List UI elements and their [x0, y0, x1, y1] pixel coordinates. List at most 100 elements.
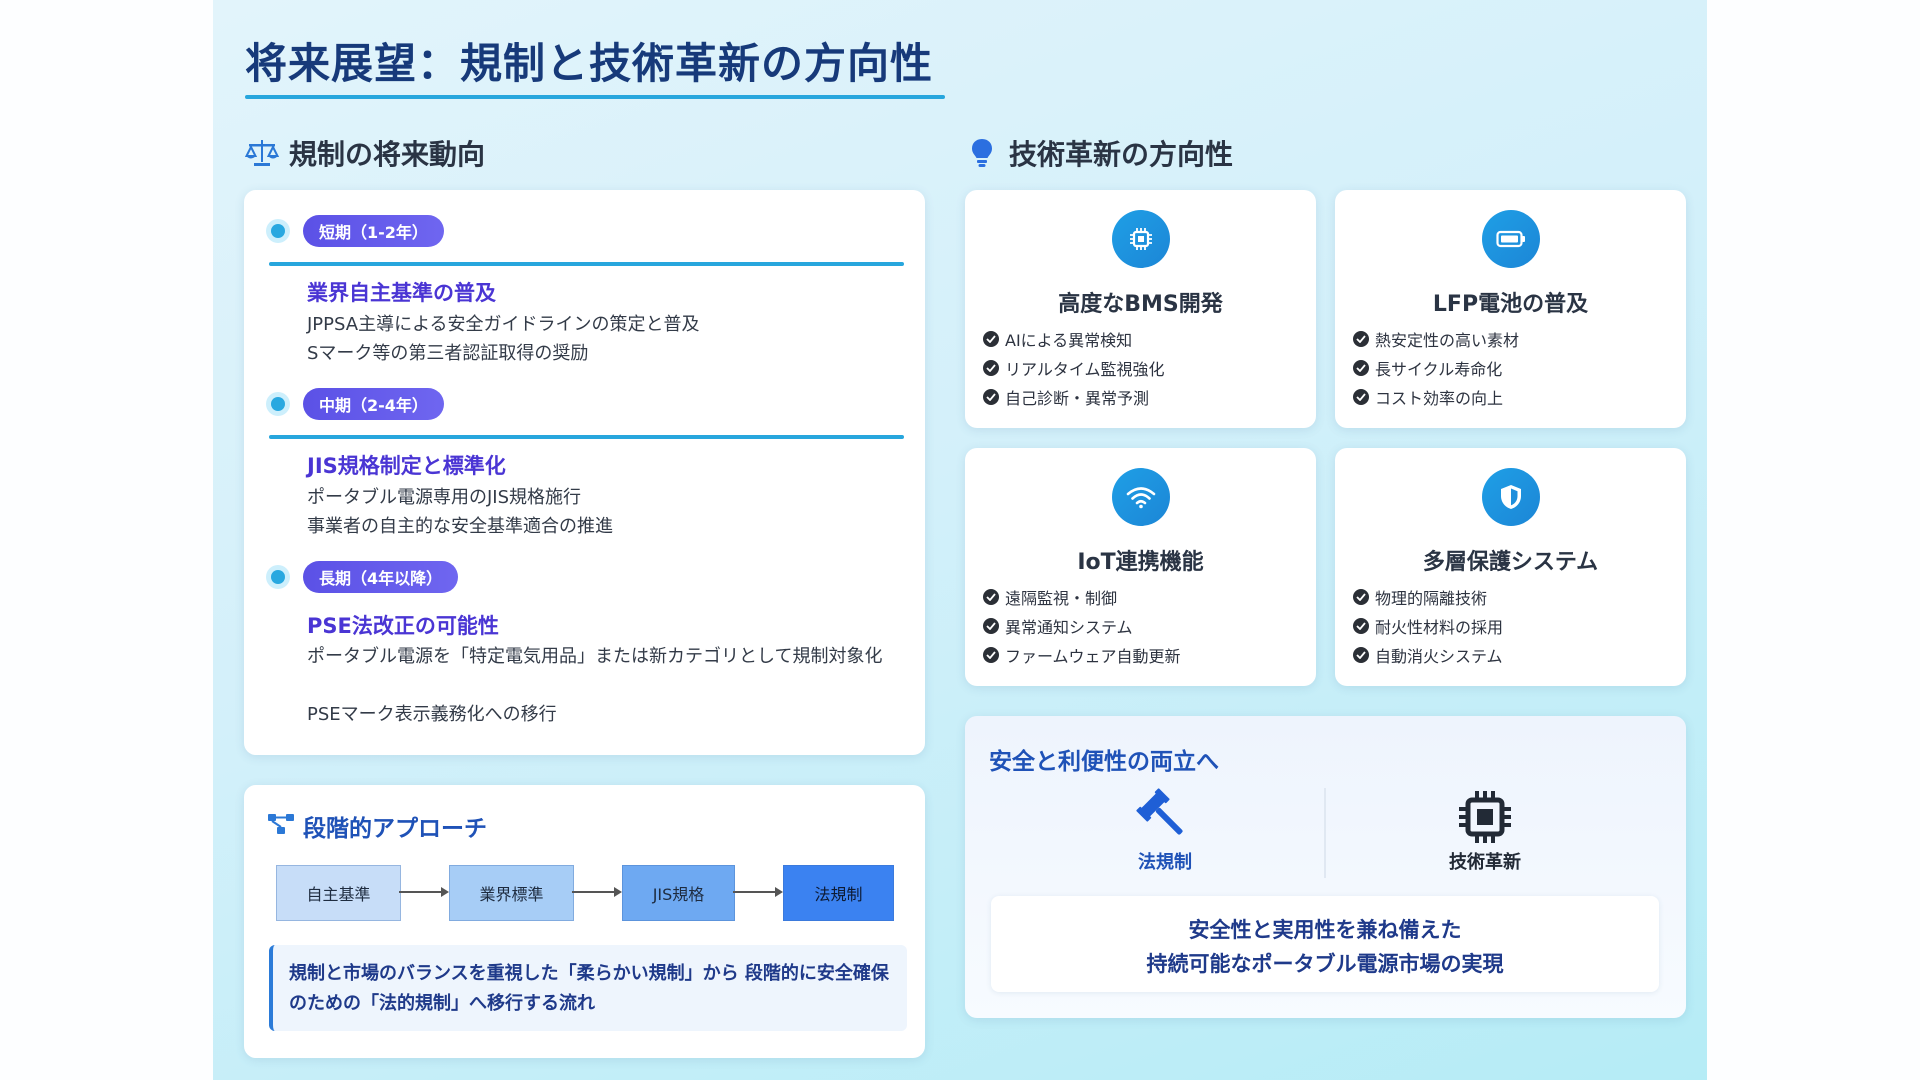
slide: 将来展望：規制と技術革新の方向性 規制の将来動向 短期（1-2年） 業界自主基準… [213, 0, 1707, 1080]
balance-right: 技術革新 [1415, 788, 1555, 874]
phase-badge-mid: 中期（2-4年） [303, 388, 444, 420]
chip-icon [1111, 210, 1170, 268]
lightbulb-icon [965, 136, 999, 170]
list-item: 熱安定性の高い素材 [1353, 324, 1519, 353]
approach-note-text: 規制と市場のバランスを重視した「柔らかい規制」から 段階的に安全確保のための「法… [289, 963, 889, 1014]
feature-item-text: 異常通知システム [1005, 617, 1133, 637]
summary-line: 持続可能なポータブル電源市場の実現 [1146, 952, 1504, 976]
balance-left-label: 法規制 [1138, 852, 1192, 873]
balance-card: 安全と利便性の両立へ 法規制 [965, 716, 1686, 1018]
flow-network-icon [267, 812, 295, 840]
phase-line: Sマーク等の第三者認証取得の奨励 [307, 343, 589, 364]
check-circle-icon [1353, 646, 1369, 663]
phase-title: 業界自主基準の普及 [307, 281, 496, 305]
approach-note: 規制と市場のバランスを重視した「柔らかい規制」から 段階的に安全確保のための「法… [269, 945, 907, 1031]
feature-card-protection: 多層保護システム 物理的隔離技術 耐火性材料の採用 自動消火システム [1335, 448, 1686, 686]
feature-item-text: ファームウェア自動更新 [1005, 646, 1181, 666]
page-title: 将来展望：規制と技術革新の方向性 [245, 39, 934, 88]
feature-list: 遠隔監視・制御 異常通知システム ファームウェア自動更新 [983, 582, 1181, 669]
phase-line: 事業者の自主的な安全基準適合の推進 [307, 516, 613, 537]
check-circle-icon [983, 388, 999, 405]
check-circle-icon [983, 330, 999, 347]
list-item: コスト効率の向上 [1353, 382, 1519, 411]
approach-heading-label: 段階的アプローチ [303, 816, 487, 842]
phase-badge-long: 長期（4年以降） [303, 561, 459, 593]
feature-item-text: 遠隔監視・制御 [1005, 588, 1118, 608]
feature-item-text: AIによる異常検知 [1005, 330, 1133, 350]
feature-list: 物理的隔離技術 耐火性材料の採用 自動消火システム [1353, 582, 1503, 669]
technology-heading: 技術革新の方向性 [965, 133, 1233, 173]
phase-divider [269, 435, 904, 439]
feature-item-text: コスト効率の向上 [1375, 388, 1504, 408]
list-item: ファームウェア自動更新 [983, 640, 1181, 669]
regulation-heading-label: 規制の将来動向 [289, 138, 486, 171]
scale-icon [245, 136, 279, 170]
check-circle-icon [983, 646, 999, 663]
feature-title: 高度なBMS開発 [1058, 292, 1223, 317]
flow-step: 法規制 [783, 865, 894, 921]
feature-card-lfp: LFP電池の普及 熱安定性の高い素材 長サイクル寿命化 コスト効率の向上 [1335, 190, 1686, 428]
feature-list: AIによる異常検知 リアルタイム監視強化 自己診断・異常予測 [983, 324, 1165, 411]
feature-card-iot: IoT連携機能 遠隔監視・制御 異常通知システム ファームウェア自動更新 [965, 448, 1316, 686]
title-underline [245, 95, 945, 99]
phase-line: PSEマーク表示義務化への移行 [307, 704, 557, 725]
shield-icon [1481, 468, 1540, 526]
feature-item-text: 長サイクル寿命化 [1375, 359, 1503, 379]
list-item: 自動消火システム [1353, 640, 1503, 669]
summary-line: 安全性と実用性を兼ね備えた [1188, 918, 1462, 942]
list-item: 自己診断・異常予測 [983, 382, 1165, 411]
phase-badge-short: 短期（1-2年） [303, 215, 444, 247]
list-item: 長サイクル寿命化 [1353, 353, 1519, 382]
phase-line: ポータブル電源専用のJIS規格施行 [307, 487, 582, 508]
feature-item-text: 物理的隔離技術 [1375, 588, 1488, 608]
check-circle-icon [1353, 359, 1369, 376]
check-circle-icon [1353, 388, 1369, 405]
list-item: 物理的隔離技術 [1353, 582, 1503, 611]
balance-summary: 安全性と実用性を兼ね備えた 持続可能なポータブル電源市場の実現 [991, 896, 1659, 992]
flow-arrow [399, 887, 449, 897]
flow-arrow [733, 887, 783, 897]
feature-item-text: 自己診断・異常予測 [1005, 388, 1150, 408]
list-item: AIによる異常検知 [983, 324, 1165, 353]
check-circle-icon [1353, 330, 1369, 347]
regulation-timeline-card: 短期（1-2年） 業界自主基準の普及 JPPSA主導による安全ガイドラインの策定… [244, 190, 925, 755]
phase-divider [269, 262, 904, 266]
balance-divider [1324, 788, 1326, 878]
phase-line: ポータブル電源を「特定電気用品」または新カテゴリとして規制対象化 [307, 646, 883, 667]
regulation-heading: 規制の将来動向 [245, 133, 485, 173]
approach-heading: 段階的アプローチ [267, 809, 487, 843]
list-item: リアルタイム監視強化 [983, 353, 1165, 382]
feature-list: 熱安定性の高い素材 長サイクル寿命化 コスト効率の向上 [1353, 324, 1519, 411]
phase-line: JPPSA主導による安全ガイドラインの策定と普及 [307, 314, 700, 335]
feature-item-text: 自動消火システム [1375, 646, 1503, 666]
timeline-dot [271, 397, 285, 411]
list-item: 耐火性材料の採用 [1353, 611, 1503, 640]
list-item: 遠隔監視・制御 [983, 582, 1181, 611]
timeline-dot [271, 570, 285, 584]
check-circle-icon [1353, 617, 1369, 634]
check-circle-icon [983, 588, 999, 605]
timeline-dot [271, 224, 285, 238]
check-circle-icon [1353, 588, 1369, 605]
flow-step: 自主基準 [276, 865, 401, 921]
chip-icon [1455, 791, 1515, 850]
approach-card: 段階的アプローチ 自主基準 業界標準 JIS規格 法規制 規制と市場のバランスを… [244, 785, 925, 1058]
phase-title: JIS規格制定と標準化 [307, 454, 506, 478]
balance-left: 法規制 [1105, 788, 1225, 874]
check-circle-icon [983, 359, 999, 376]
check-circle-icon [983, 617, 999, 634]
feature-item-text: 熱安定性の高い素材 [1375, 330, 1520, 350]
feature-card-bms: 高度なBMS開発 AIによる異常検知 リアルタイム監視強化 自己診断・異常予測 [965, 190, 1316, 428]
phase-title: PSE法改正の可能性 [307, 614, 499, 638]
balance-right-label: 技術革新 [1449, 852, 1521, 873]
list-item: 異常通知システム [983, 611, 1181, 640]
feature-title: 多層保護システム [1422, 550, 1599, 575]
feature-title: IoT連携機能 [1077, 550, 1204, 575]
feature-title: LFP電池の普及 [1432, 292, 1589, 317]
gavel-icon [1135, 788, 1195, 850]
feature-item-text: 耐火性材料の採用 [1375, 617, 1504, 637]
battery-icon [1481, 210, 1540, 268]
flow-step: JIS規格 [622, 865, 735, 921]
flow-step: 業界標準 [449, 865, 574, 921]
wifi-icon [1111, 468, 1170, 526]
